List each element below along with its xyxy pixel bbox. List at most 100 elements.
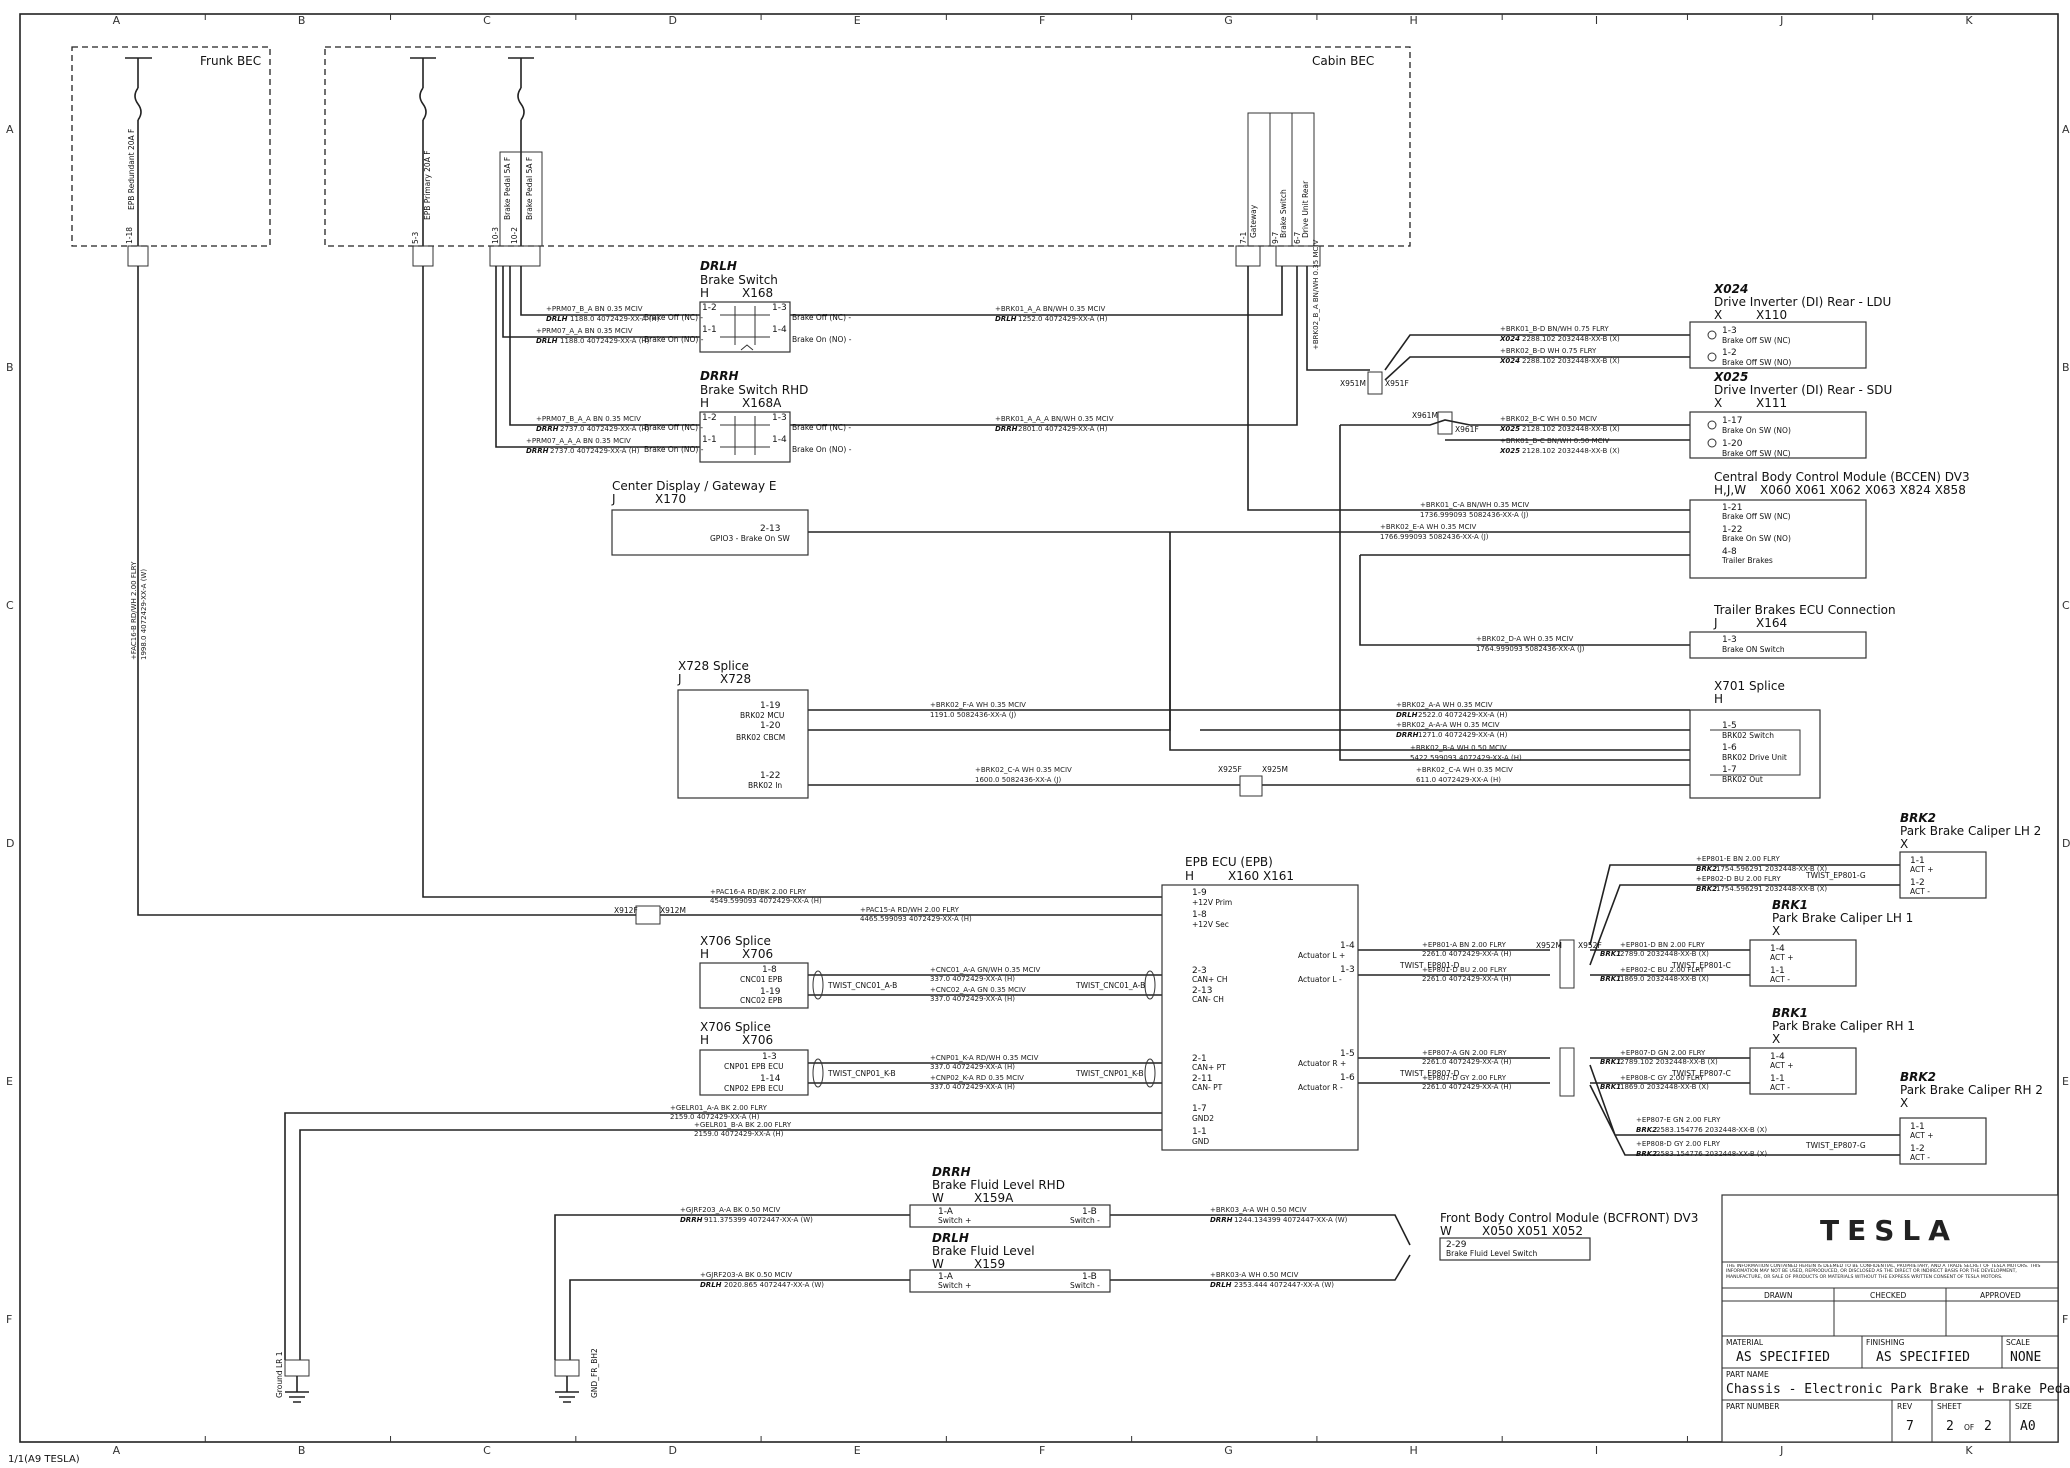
bfl-name: Brake Fluid Level	[932, 1244, 1035, 1258]
wire-tag-brk2-1: BRK2	[1696, 865, 1717, 873]
wire-tag-brk2-3: BRK2	[1636, 1126, 1657, 1134]
wire-w40: +EP808-D GY 2.00 FLRY	[1636, 1140, 1721, 1148]
wire-w40b: 2583.154776 2032448-XX-B (X)	[1656, 1150, 1767, 1158]
epb-p6: 2-11	[1192, 1074, 1212, 1084]
x728-splice: X728 Splice J X728 1-19 BRK02 MCU 1-20 B…	[677, 659, 809, 799]
x706b-p1: 1-3	[762, 1052, 777, 1062]
x706a-conn: X706	[742, 947, 773, 961]
wire-tag-brk2-2: BRK2	[1696, 885, 1717, 893]
wire-tag-drlh-2: DRLH	[536, 337, 558, 345]
brk2-rh-opt: X	[1900, 1096, 1908, 1110]
inline-connectors: X912F X912M X951M X951F X961M X961F X925…	[614, 371, 1602, 1097]
twist-ep801-c: TWIST_EP801-C	[1671, 961, 1731, 970]
wire-w22: +PAC15-A RD/WH 2.00 FLRY	[860, 906, 960, 914]
grid-col-b: B	[298, 14, 306, 27]
wire-w41b: 911.375399 4072447-XX-A (W)	[704, 1216, 813, 1224]
tb-partnum-lbl: PART NUMBER	[1726, 1402, 1779, 1411]
grid-col-e: E	[854, 1444, 861, 1457]
wire-w23b: 337.0 4072429-XX-A (H)	[930, 975, 1015, 983]
inline-x912f: X912F	[614, 906, 638, 915]
grid-col-c: C	[483, 1444, 491, 1457]
grid-col-d: D	[668, 14, 676, 27]
trailer-lbl: Brake ON Switch	[1722, 645, 1785, 654]
wire-w8: +BRK02_B-D WH 0.75 FLRY	[1500, 347, 1597, 355]
ground-lr1-label: Ground LR 1	[275, 1351, 284, 1398]
brk1-lh-tag: BRK1	[1772, 898, 1808, 912]
x706a-name: X706 Splice	[700, 934, 771, 948]
wire-tag-drlh-6: DRLH	[1210, 1281, 1232, 1289]
x706b-p2: 1-14	[760, 1074, 781, 1084]
grid-row-c: C	[6, 599, 14, 612]
bccen-p3: 4-8	[1722, 547, 1737, 557]
drlh-brake-switch-name: Brake Switch	[700, 273, 778, 287]
wire-w16b: 2522.0 4072429-XX-A (H)	[1418, 711, 1508, 719]
bcfront-lbl: Brake Fluid Level Switch	[1446, 1249, 1538, 1258]
tb-finishing-lbl: FINISHING	[1866, 1338, 1905, 1347]
x025-name: Drive Inverter (DI) Rear - SDU	[1714, 383, 1892, 397]
wire-w11: +BRK01_C-A BN/WH 0.35 MCIV	[1420, 501, 1529, 509]
drrh-brake-switch-opt: H	[700, 396, 709, 410]
x728-l3: BRK02 In	[748, 781, 782, 790]
epb-l1: +12V Prim	[1192, 898, 1232, 907]
ground-lr1: Ground LR 1	[275, 1351, 310, 1403]
epb-p5: 2-1	[1192, 1054, 1207, 1064]
wire-w2b: 1188.0 4072429-XX-A (H)	[560, 337, 650, 345]
wire-w1: +PRM07_B_A BN 0.35 MCIV	[546, 305, 643, 313]
x025-l2: Brake Off SW (NC)	[1722, 449, 1791, 458]
fuse-drive-unit-label: Drive Unit Rear	[1301, 180, 1310, 238]
twist-ep801-d: TWIST_EP801-D	[1399, 961, 1460, 970]
epb-p2: 1-8	[1192, 910, 1207, 920]
drrh-brake-switch-name: Brake Switch RHD	[700, 383, 808, 397]
brk2-lh-p1: 1-1	[1910, 856, 1925, 866]
wire-w29b: 2261.0 4072429-XX-A (H)	[1422, 950, 1512, 958]
inline-x961m: X961M	[1412, 411, 1438, 420]
grid-row-c: C	[2062, 599, 2070, 612]
wire-w44: +BRK03-A WH 0.50 MCIV	[1210, 1271, 1299, 1279]
twist-cnc-left: TWIST_CNC01_A-B	[827, 981, 897, 990]
wire-w28b: 2159.0 4072429-XX-A (H)	[694, 1130, 784, 1138]
grid-col-k: K	[1965, 14, 1973, 27]
brk2-rh-name: Park Brake Caliper RH 2	[1900, 1083, 2043, 1097]
x728-l2: BRK02 CBCM	[736, 733, 785, 742]
tb-scale-lbl: SCALE	[2006, 1338, 2030, 1347]
fuse-epb-primary: EPB Primary 20A F 5-3	[410, 57, 436, 246]
bfl-p1: 1-A	[938, 1272, 954, 1282]
twist-ep807-g: TWIST_EP807-G	[1805, 1141, 1866, 1150]
tb-sheet-of: OF	[1964, 1423, 1974, 1432]
wire-w6: +BRK01_A_A_A BN/WH 0.35 MCIV	[995, 415, 1114, 423]
epb-ecu: EPB ECU (EPB) H X160 X161 1-9 +12V Prim …	[1161, 855, 1359, 1151]
wire-w7: +BRK01_B-D BN/WH 0.75 FLRY	[1500, 325, 1609, 333]
trailer-opt: J	[1713, 616, 1718, 630]
bfl-rhd-opt: W	[932, 1191, 944, 1205]
bccen-conn: X060 X061 X062 X063 X824 X858	[1760, 483, 1966, 497]
grid-col-j: J	[1779, 1444, 1783, 1457]
cdg-opt: J	[611, 492, 616, 506]
drlh-brake-switch: DRLH Brake Switch H X168 1-2 1-1 1-3 1-4…	[644, 259, 852, 353]
x024-l1: Brake Off SW (NC)	[1722, 336, 1791, 345]
cabin-bec-label: Cabin BEC	[1312, 54, 1374, 68]
bccen-l3: Trailer Brakes	[1721, 556, 1773, 565]
fuse-epb-redundant-label: EPB Redundant 20A F	[127, 129, 136, 210]
fuse-brake-pedal-label-a: Brake Pedal 5A F	[503, 157, 512, 220]
wire-w37b: 2789.102 2032448-XX-B (X)	[1620, 1058, 1718, 1066]
wire-w27: +GELR01_A-A BK 2.00 FLRY	[670, 1104, 768, 1112]
wire-w39: +EP807-E GN 2.00 FLRY	[1636, 1116, 1721, 1124]
wire-tag-x024-2: X024	[1499, 357, 1520, 365]
grid-row-f: F	[2062, 1313, 2068, 1326]
wire-tag-drrh-3: DRRH	[995, 425, 1018, 433]
twist-ep807-c: TWIST_EP807-C	[1671, 1069, 1731, 1078]
grid-col-a: A	[113, 1444, 121, 1457]
wire-w19: +BRK02_C-A WH 0.35 MCIV	[1416, 766, 1513, 774]
wire-w13b: 1764.999093 5082436-XX-A (J)	[1476, 645, 1585, 653]
drlh-bs-l3: Brake Off (NC) -	[792, 313, 851, 322]
wire-w1b: 1188.0 4072429-XX-A (H)	[570, 315, 660, 323]
wire-w21b: 4549.599093 4072429-XX-A (H)	[710, 897, 822, 905]
grid-col-h: H	[1410, 1444, 1418, 1457]
wire-w38: +EP808-C GY 2.00 FLRY	[1620, 1074, 1704, 1082]
wire-tag-brk1-3: BRK1	[1600, 1058, 1621, 1066]
wire-w21: +PAC16-A RD/BK 2.00 FLRY	[710, 888, 807, 896]
title-block: TESLA THE INFORMATION CONTAINED HEREIN I…	[1721, 1194, 2070, 1443]
brake-fluid-level: DRLH Brake Fluid Level W X159 1-A Switch…	[909, 1231, 1111, 1293]
bcfront-name: Front Body Control Module (BCFRONT) DV3	[1440, 1211, 1698, 1225]
x025-l1: Brake On SW (NO)	[1722, 426, 1791, 435]
